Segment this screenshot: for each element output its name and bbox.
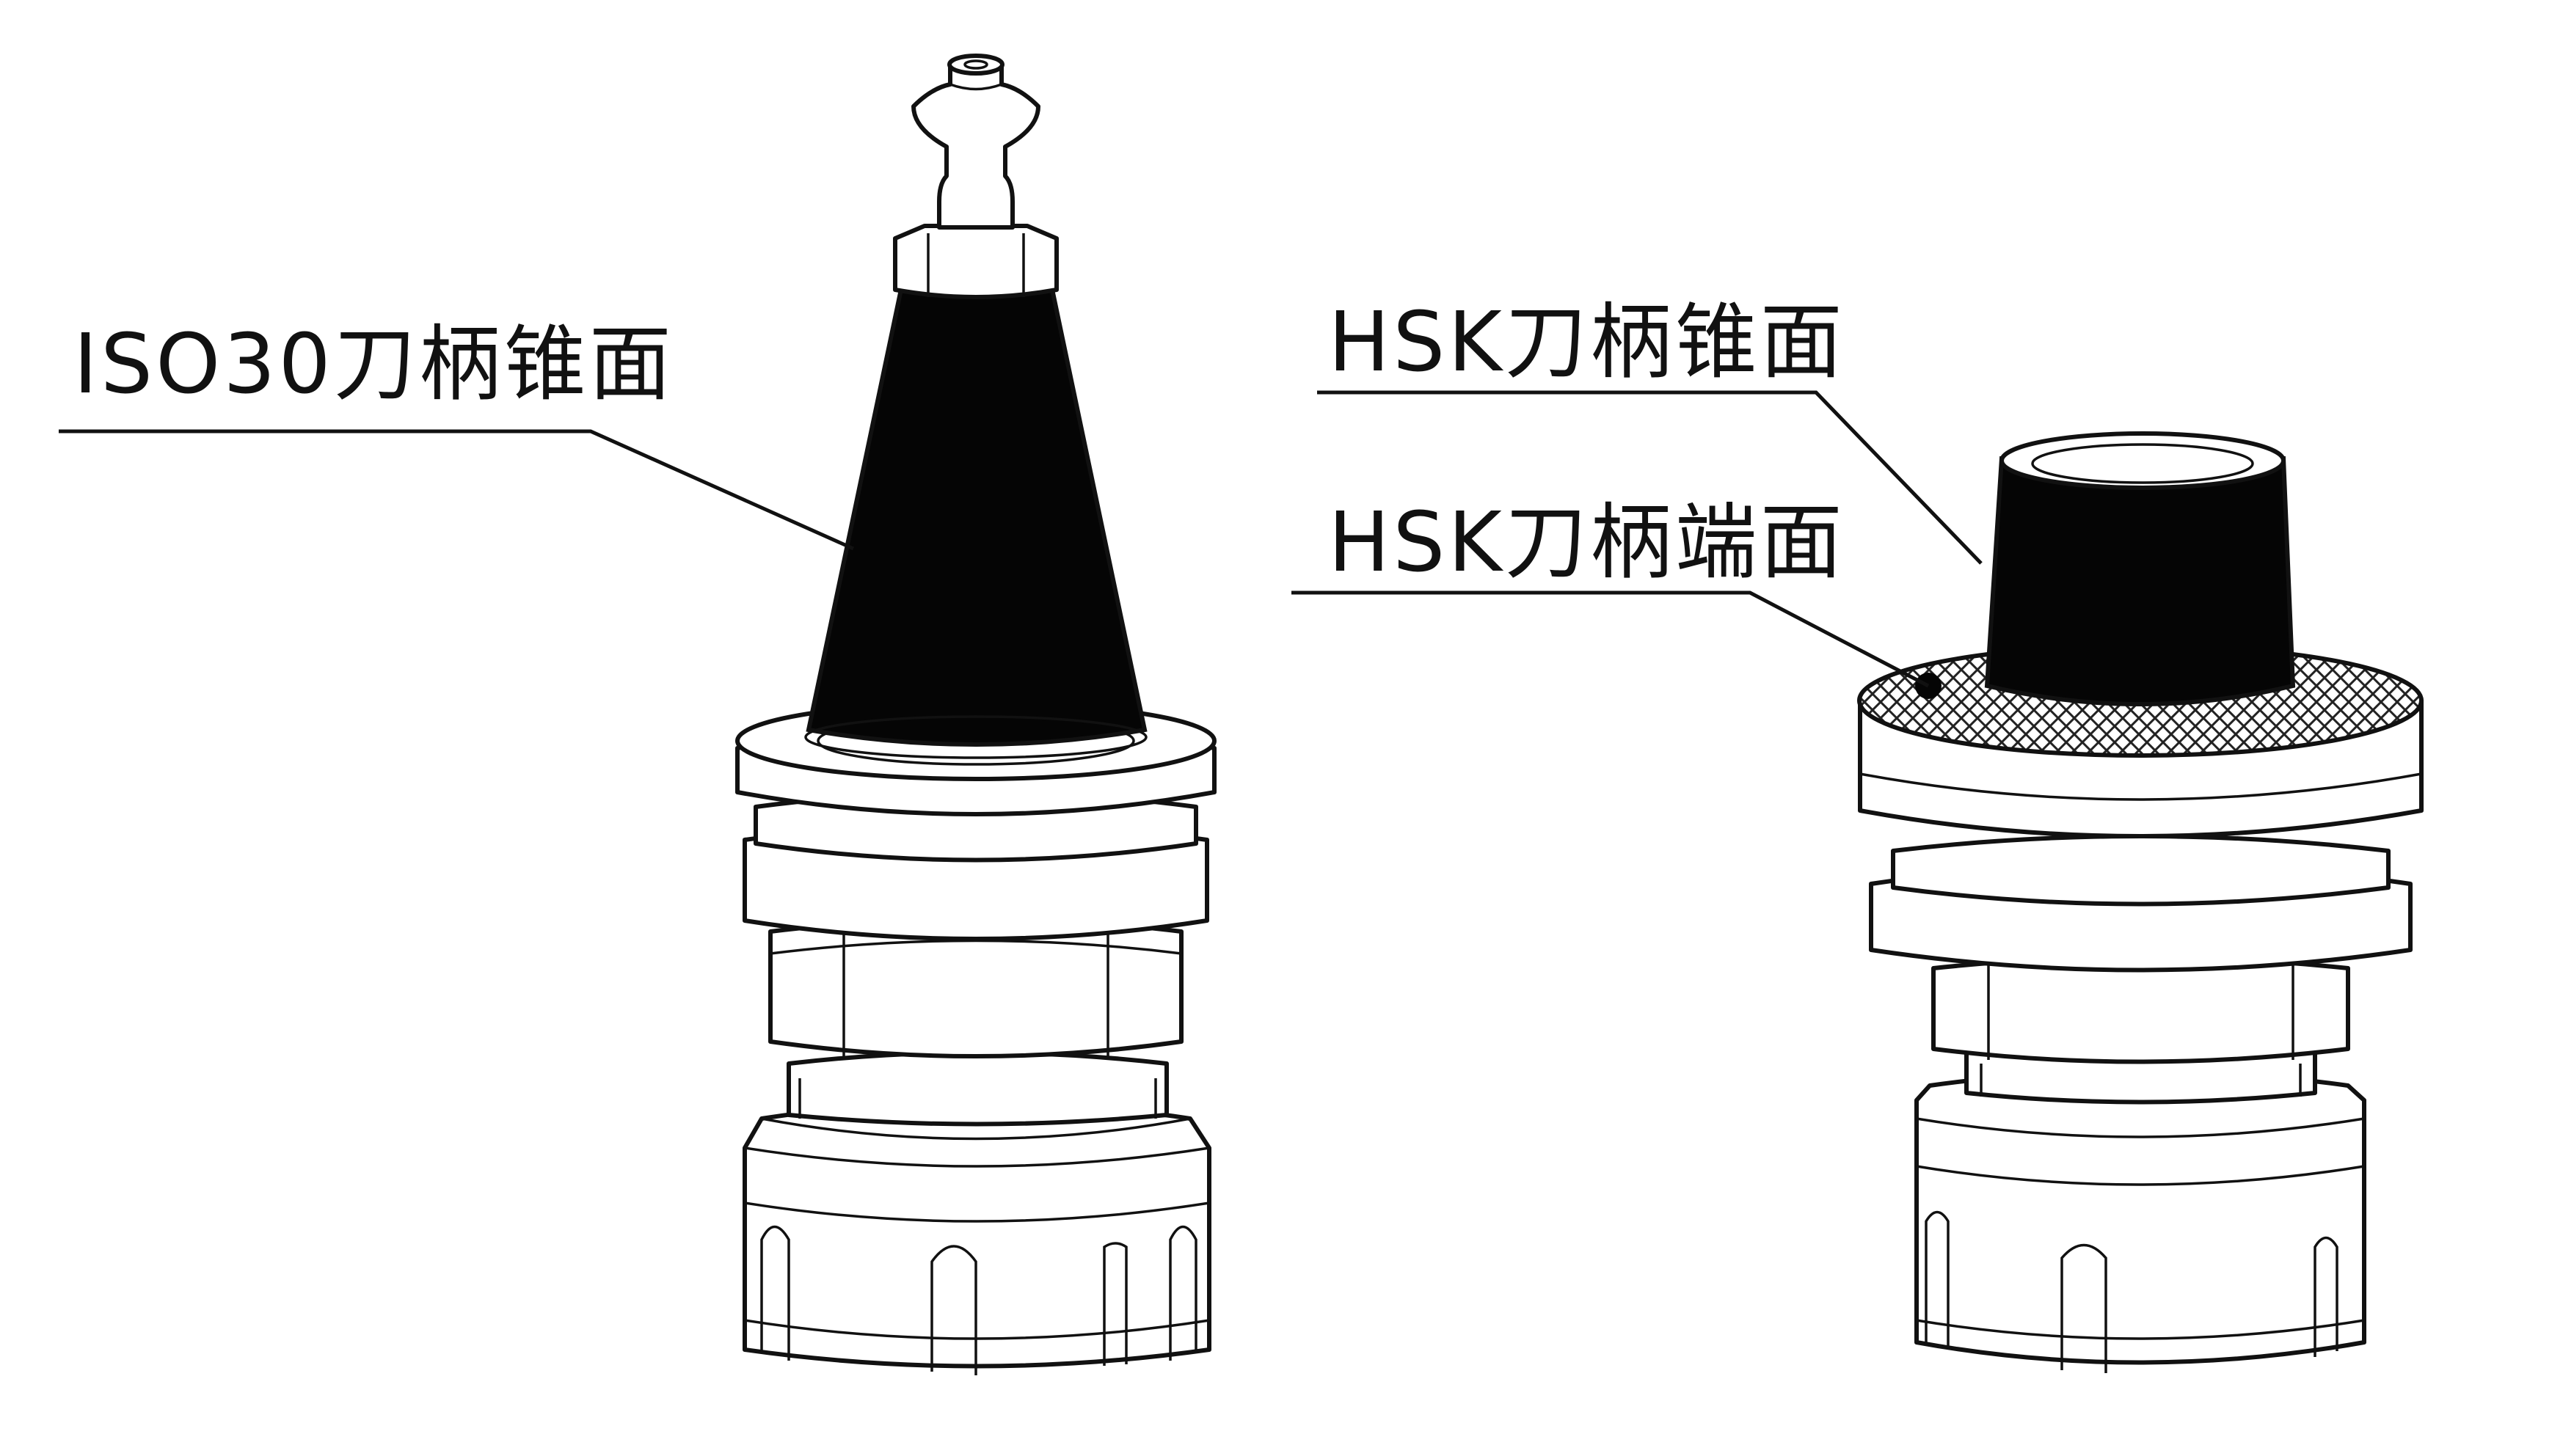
- leader-hsk-face: [1291, 590, 1930, 688]
- iso30-top-nut: [893, 224, 1059, 299]
- iso30-tool-holder: [735, 54, 1217, 1375]
- hsk-grip-groove: [1869, 834, 2413, 973]
- label-iso30-cone: ISO30刀柄锥面: [73, 317, 674, 412]
- hsk-hex-body: [1931, 955, 2350, 1064]
- leader-hsk-cone: [1317, 390, 1983, 565]
- hsk-cone: [1984, 431, 2296, 706]
- label-hsk-face: HSK刀柄端面: [1328, 495, 1845, 590]
- label-hsk-cone: HSK刀柄锥面: [1328, 295, 1845, 390]
- iso30-neck: [787, 1050, 1169, 1127]
- iso30-cone: [804, 280, 1148, 759]
- hsk-collet-nut: [1914, 1069, 2366, 1373]
- iso30-pull-stud: [911, 54, 1040, 230]
- iso30-collet-nut: [743, 1100, 1211, 1375]
- leader-iso-cone: [59, 429, 855, 551]
- hsk-tool-holder: [1857, 431, 2424, 1373]
- leader-lines: [59, 390, 1983, 688]
